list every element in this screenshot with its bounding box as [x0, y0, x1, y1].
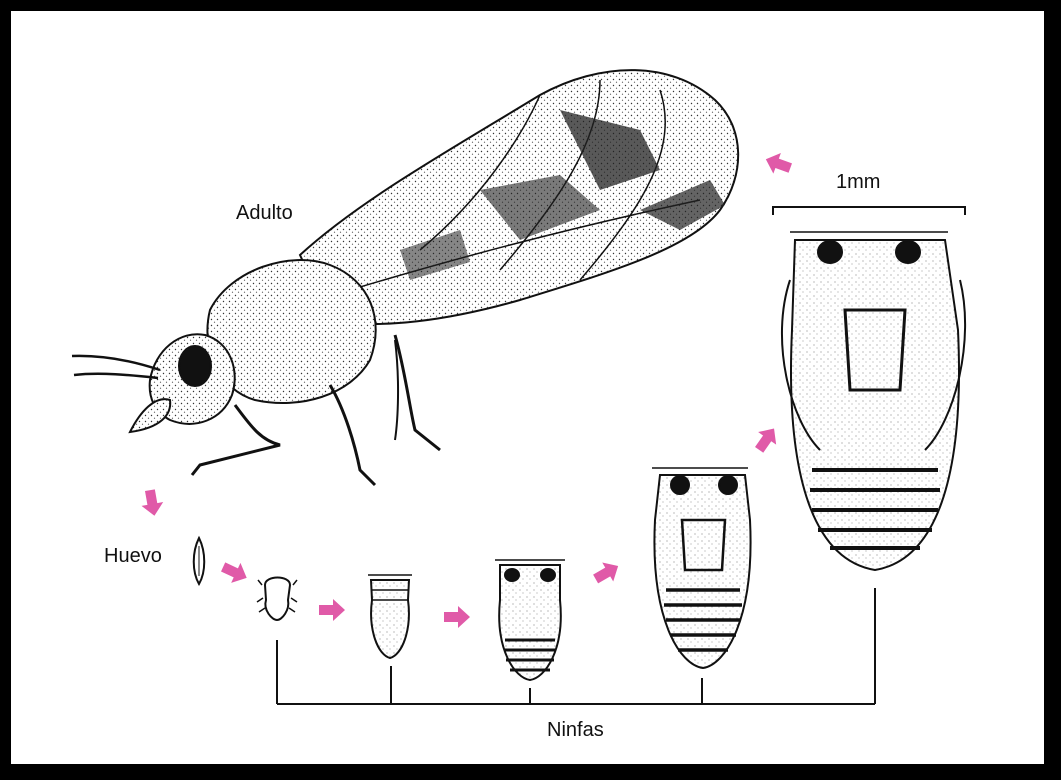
- nymph-stage-3: [495, 560, 565, 680]
- egg: [194, 538, 205, 584]
- arrow-adult-to-egg: [139, 488, 165, 517]
- nymphs-label: Ninfas: [547, 719, 604, 742]
- adult-insect: [72, 70, 738, 485]
- nymph-stage-5: [782, 232, 965, 570]
- arrow-nymph-5-to-adult: [762, 149, 794, 179]
- arrow-nymph-1-to-2: [319, 599, 345, 621]
- arrow-nymph-2-to-3: [444, 606, 470, 628]
- arrow-egg-to-nymph-1: [218, 557, 251, 588]
- scale-label: 1mm: [836, 171, 880, 194]
- nymph-stage-4: [652, 468, 751, 668]
- adult-label: Adulto: [236, 202, 293, 225]
- egg-label: Huevo: [104, 545, 162, 568]
- nymph-stage-2: [368, 575, 412, 658]
- arrow-nymph-3-to-4: [590, 556, 624, 588]
- nymph-bracket: [277, 588, 875, 704]
- scale-bar: [773, 207, 965, 215]
- arrow-nymph-4-to-5: [750, 422, 783, 456]
- nymph-stage-1: [257, 578, 297, 621]
